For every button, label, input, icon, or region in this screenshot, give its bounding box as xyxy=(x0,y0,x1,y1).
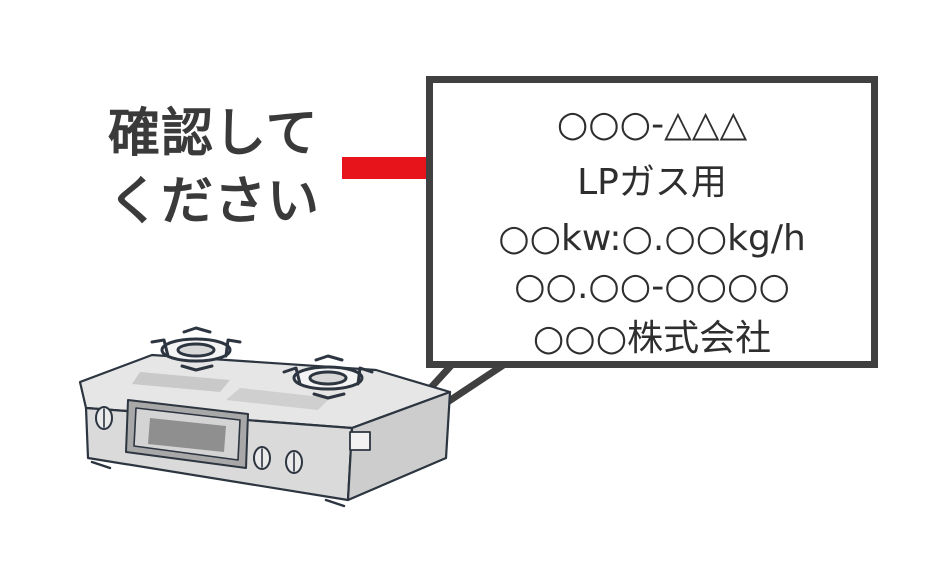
model-number-line: ○○○-△△△ xyxy=(433,107,871,143)
gas-stove-icon xyxy=(80,328,450,506)
consumption-line: ○○kw:○.○○kg/h xyxy=(433,221,871,257)
serial-number-line: ○○.○○-○○○○ xyxy=(433,269,871,305)
gas-type-line: LPガス用 xyxy=(433,165,871,201)
rating-label-box: ○○○-△△△ LPガス用 ○○kw:○.○○kg/h ○○.○○-○○○○ ○… xyxy=(426,76,878,368)
manufacturer-line: ○○○株式会社 xyxy=(433,321,871,357)
